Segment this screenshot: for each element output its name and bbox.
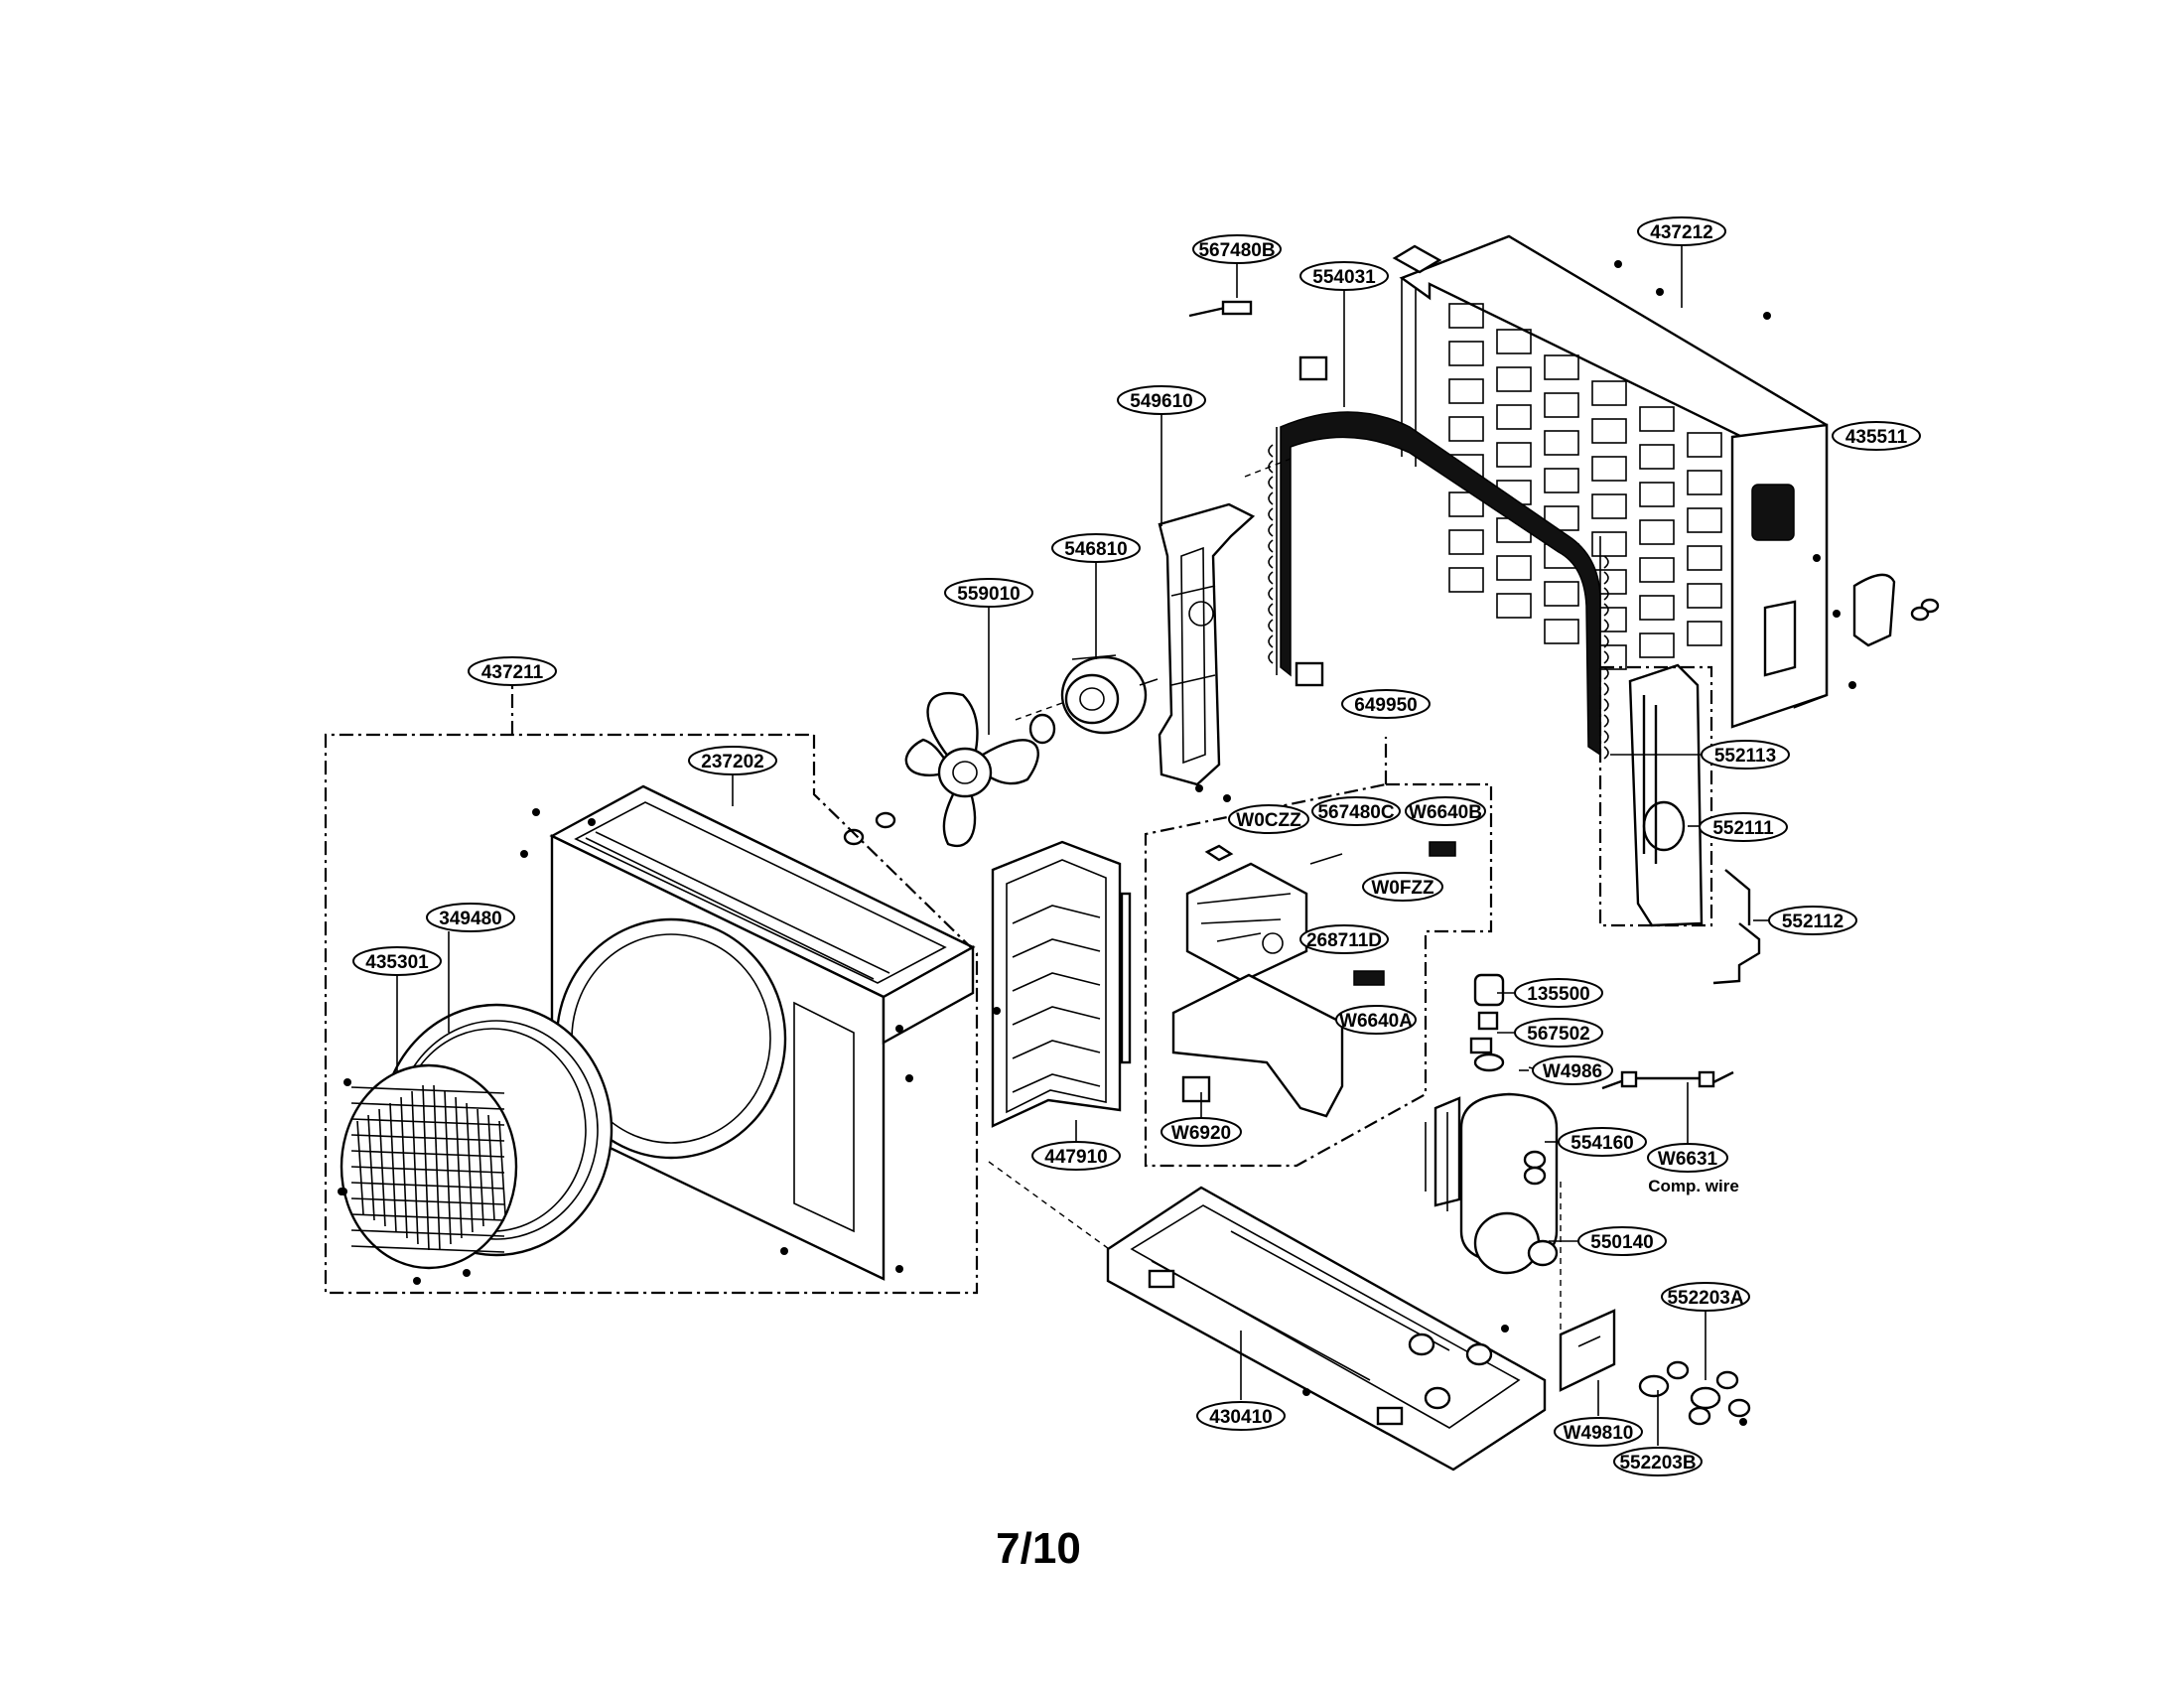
svg-text:567480C: 567480C	[1317, 802, 1394, 823]
part-label-649950: 649950	[1341, 689, 1431, 719]
part-label-550140: 550140	[1577, 1226, 1667, 1256]
svg-text:552203A: 552203A	[1667, 1288, 1743, 1309]
part-label-559010: 559010	[944, 578, 1033, 608]
part-label-135500: 135500	[1514, 978, 1603, 1008]
svg-text:549610: 549610	[1130, 391, 1192, 412]
svg-text:268711D: 268711D	[1306, 930, 1382, 951]
propeller-fan-drawing	[843, 692, 1056, 847]
leader-lines	[396, 243, 1889, 1446]
part-label-430410: 430410	[1196, 1401, 1286, 1431]
condenser-coil-drawing	[1268, 355, 1609, 760]
part-label-567480c: 567480C	[1311, 796, 1401, 826]
valve-bracket-drawing	[1628, 663, 1761, 985]
svg-text:437211: 437211	[481, 662, 544, 683]
side-cover-drawing	[1852, 573, 1940, 647]
svg-text:W49810: W49810	[1564, 1423, 1634, 1444]
svg-text:552113: 552113	[1714, 746, 1776, 767]
svg-text:559010: 559010	[957, 584, 1020, 605]
part-label-w6920: W6920	[1160, 1117, 1242, 1147]
svg-text:649950: 649950	[1354, 695, 1417, 716]
svg-text:435511: 435511	[1845, 427, 1908, 448]
part-label-237202: 237202	[688, 746, 777, 775]
part-label-268711d: 268711D	[1299, 924, 1389, 954]
part-label-552203a: 552203A	[1661, 1282, 1750, 1312]
wire-567480b-drawing	[1188, 300, 1253, 318]
svg-text:567502: 567502	[1527, 1024, 1589, 1045]
part-label-567480b: 567480B	[1192, 234, 1282, 264]
svg-text:447910: 447910	[1044, 1147, 1107, 1168]
fan-motor-drawing	[1012, 654, 1159, 735]
part-label-567502: 567502	[1514, 1018, 1603, 1048]
part-label-w0czz: W0CZZ	[1228, 804, 1309, 834]
part-label-552203b: 552203B	[1613, 1447, 1703, 1476]
grille-drawing	[340, 1063, 518, 1270]
comp-wire-drawing	[1601, 1070, 1734, 1090]
svg-text:430410: 430410	[1209, 1407, 1272, 1428]
control-panel-drawing	[991, 840, 1132, 1128]
svg-text:237202: 237202	[701, 752, 763, 772]
part-label-w6631: W6631	[1647, 1143, 1728, 1173]
part-label-435301: 435301	[352, 946, 442, 976]
part-labels: 567480B 554031 437212 549610 435511 5468…	[352, 216, 1921, 1476]
part-label-546810: 546810	[1051, 533, 1141, 563]
part-label-437211: 437211	[468, 656, 557, 686]
svg-text:435301: 435301	[365, 952, 429, 973]
part-label-554031: 554031	[1299, 261, 1389, 291]
part-label-435511: 435511	[1832, 421, 1921, 451]
part-label-w49810: W49810	[1554, 1417, 1643, 1447]
screws-drawing	[338, 260, 1856, 1426]
svg-text:W6640A: W6640A	[1339, 1011, 1413, 1032]
svg-text:554160: 554160	[1570, 1133, 1633, 1154]
part-label-549610: 549610	[1117, 385, 1206, 415]
base-pan-drawing	[1106, 1186, 1547, 1472]
svg-text:349480: 349480	[439, 909, 501, 929]
part-label-447910: 447910	[1031, 1141, 1121, 1171]
group-outlines	[324, 458, 1713, 1331]
svg-text:550140: 550140	[1590, 1232, 1653, 1253]
svg-text:567480B: 567480B	[1198, 240, 1275, 261]
svg-text:W6631: W6631	[1658, 1149, 1718, 1170]
part-label-552113: 552113	[1701, 740, 1790, 770]
service-valve-drawing	[1559, 1309, 1751, 1426]
motor-mount-drawing	[1158, 502, 1256, 786]
page-number: 7/10	[996, 1524, 1081, 1573]
part-label-w6640b: W6640B	[1405, 796, 1486, 826]
svg-text:W4986: W4986	[1543, 1061, 1602, 1082]
front-cabinet-drawing	[549, 784, 976, 1281]
svg-text:552112: 552112	[1782, 912, 1843, 932]
svg-text:W6640B: W6640B	[1409, 802, 1482, 823]
svg-text:135500: 135500	[1527, 984, 1589, 1005]
svg-text:546810: 546810	[1064, 539, 1127, 560]
svg-text:552111: 552111	[1712, 818, 1774, 839]
comp-wire-note: Comp. wire	[1648, 1177, 1739, 1195]
part-label-552111: 552111	[1699, 812, 1788, 842]
control-box-drawing	[1171, 841, 1456, 1118]
svg-text:W0CZZ: W0CZZ	[1236, 810, 1301, 831]
part-label-w4986: W4986	[1532, 1055, 1613, 1085]
part-label-437212: 437212	[1637, 216, 1726, 246]
part-label-554160: 554160	[1558, 1127, 1647, 1157]
part-label-349480: 349480	[426, 903, 515, 932]
part-label-552112: 552112	[1768, 906, 1857, 935]
svg-text:552203B: 552203B	[1619, 1453, 1696, 1474]
svg-text:437212: 437212	[1650, 222, 1712, 243]
compressor-drawing	[1425, 973, 1559, 1275]
rear-cabinet-drawing	[1392, 234, 1829, 729]
part-label-w0fzz: W0FZZ	[1362, 872, 1443, 902]
svg-text:W0FZZ: W0FZZ	[1371, 878, 1434, 899]
part-label-w6640a: W6640A	[1335, 1005, 1417, 1035]
svg-text:W6920: W6920	[1171, 1123, 1231, 1144]
svg-text:554031: 554031	[1312, 267, 1376, 288]
